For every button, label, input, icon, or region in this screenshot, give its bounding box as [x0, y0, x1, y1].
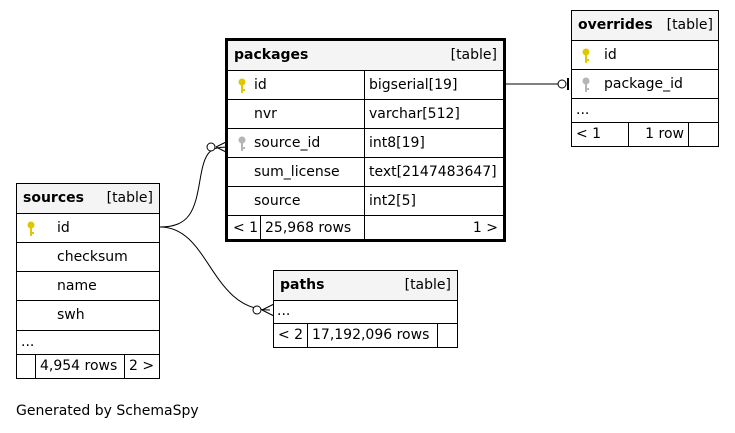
- table-paths[interactable]: paths [table] ... < 2 17,192,096 rows: [273, 270, 458, 348]
- table-overrides[interactable]: overrides [table] id package_id ... < 1 …: [571, 10, 719, 147]
- column-type: int2[5]: [364, 187, 416, 215]
- ellipsis: ...: [576, 102, 590, 118]
- table-name: paths: [280, 277, 325, 293]
- column-row[interactable]: id bigserial[19]: [228, 70, 503, 99]
- column-type: varchar[512]: [364, 100, 460, 128]
- row-count: 25,968 rows: [260, 216, 351, 239]
- edge-optional-marker: [206, 142, 216, 152]
- table-footer: < 1 1 row: [572, 122, 718, 146]
- table-kind: [table]: [666, 17, 713, 33]
- column-name: name: [57, 278, 97, 294]
- table-kind: [table]: [450, 47, 497, 63]
- column-row[interactable]: id: [572, 40, 718, 69]
- table-name: overrides: [578, 17, 653, 33]
- foreign-key-icon: [582, 77, 590, 92]
- column-name: id: [57, 220, 70, 236]
- children-count[interactable]: [437, 324, 457, 347]
- column-name: id: [604, 47, 617, 63]
- column-name: id: [254, 77, 267, 93]
- generated-by-note: Generated by SchemaSpy: [16, 403, 199, 419]
- table-name: sources: [23, 190, 84, 206]
- table-packages[interactable]: packages [table] id bigserial[19] nvr va…: [225, 38, 506, 242]
- table-header[interactable]: sources [table]: [17, 184, 159, 213]
- table-header[interactable]: overrides [table]: [572, 11, 718, 40]
- table-footer: < 1 25,968 rows 1 >: [228, 215, 503, 239]
- table-footer: 4,954 rows 2 >: [17, 354, 159, 378]
- primary-key-icon: [27, 221, 35, 236]
- column-row[interactable]: name: [17, 271, 159, 300]
- column-row[interactable]: source_id int8[19]: [228, 128, 503, 157]
- primary-key-icon: [582, 48, 590, 63]
- primary-key-icon: [238, 78, 246, 93]
- parents-count[interactable]: < 1: [576, 126, 602, 142]
- more-columns: ...: [274, 300, 457, 323]
- parents-count[interactable]: < 2: [278, 327, 304, 343]
- more-columns: ...: [17, 330, 159, 354]
- foreign-key-icon: [238, 136, 246, 151]
- column-type: int8[19]: [364, 129, 425, 157]
- table-header[interactable]: paths [table]: [274, 271, 457, 300]
- column-row[interactable]: checksum: [17, 242, 159, 271]
- column-type: bigserial[19]: [364, 71, 457, 99]
- parents-count[interactable]: [17, 355, 35, 378]
- column-name: nvr: [254, 106, 277, 122]
- column-name: source_id: [254, 135, 321, 151]
- column-name: swh: [57, 307, 85, 323]
- ellipsis: ...: [21, 334, 35, 350]
- table-footer: < 2 17,192,096 rows: [274, 323, 457, 347]
- more-columns: ...: [572, 98, 718, 122]
- column-row[interactable]: source int2[5]: [228, 186, 503, 215]
- parents-count[interactable]: < 1: [233, 220, 259, 236]
- edge-optional-marker: [252, 305, 262, 315]
- children-count[interactable]: [688, 123, 718, 146]
- column-row[interactable]: package_id: [572, 69, 718, 98]
- children-count[interactable]: 1 >: [364, 216, 503, 239]
- column-type: text[2147483647]: [364, 158, 497, 186]
- column-row[interactable]: id: [17, 213, 159, 242]
- column-name: sum_license: [254, 164, 340, 180]
- column-name: source: [254, 193, 301, 209]
- edge-sources-packages: [159, 146, 231, 228]
- row-count: 1 row: [628, 123, 688, 146]
- column-name: checksum: [57, 249, 128, 265]
- table-kind: [table]: [106, 190, 153, 206]
- table-header[interactable]: packages [table]: [228, 41, 503, 70]
- ellipsis: ...: [277, 303, 291, 319]
- column-row[interactable]: nvr varchar[512]: [228, 99, 503, 128]
- table-sources[interactable]: sources [table] id checksum name swh ...…: [16, 183, 160, 379]
- table-kind: [table]: [404, 277, 451, 293]
- row-count: 4,954 rows: [35, 355, 124, 378]
- row-count: 17,192,096 rows: [307, 324, 437, 347]
- edge-sources-paths: [159, 226, 271, 311]
- column-row[interactable]: swh: [17, 300, 159, 330]
- column-name: package_id: [604, 76, 683, 92]
- edge-many-marker: [261, 303, 275, 317]
- column-row[interactable]: sum_license text[2147483647]: [228, 157, 503, 186]
- children-count[interactable]: 2 >: [124, 355, 159, 378]
- edge-optional-marker: [557, 79, 567, 89]
- table-name: packages: [234, 47, 309, 63]
